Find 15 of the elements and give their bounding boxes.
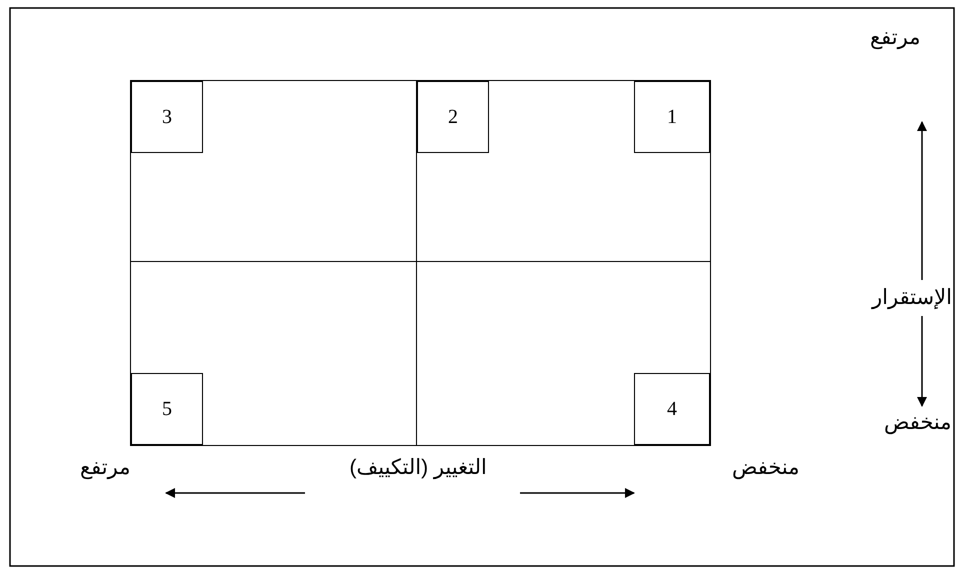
numbered-box: 2	[417, 81, 489, 153]
grid-quadrant	[416, 261, 711, 446]
grid-quadrant	[416, 80, 711, 263]
numbered-box: 4	[634, 373, 710, 445]
axis-label: مرتفع	[870, 25, 920, 50]
numbered-box: 3	[131, 81, 203, 153]
grid-quadrant	[130, 261, 418, 446]
numbered-box: 1	[634, 81, 710, 153]
axis-label: الإستقرار	[872, 285, 952, 310]
axis-label: التغيير (التكييف)	[350, 455, 487, 480]
numbered-box: 5	[131, 373, 203, 445]
axis-label: مرتفع	[80, 455, 130, 480]
axis-label: منخفض	[732, 455, 800, 480]
grid-quadrant	[130, 80, 418, 263]
axis-label: منخفض	[884, 410, 952, 435]
